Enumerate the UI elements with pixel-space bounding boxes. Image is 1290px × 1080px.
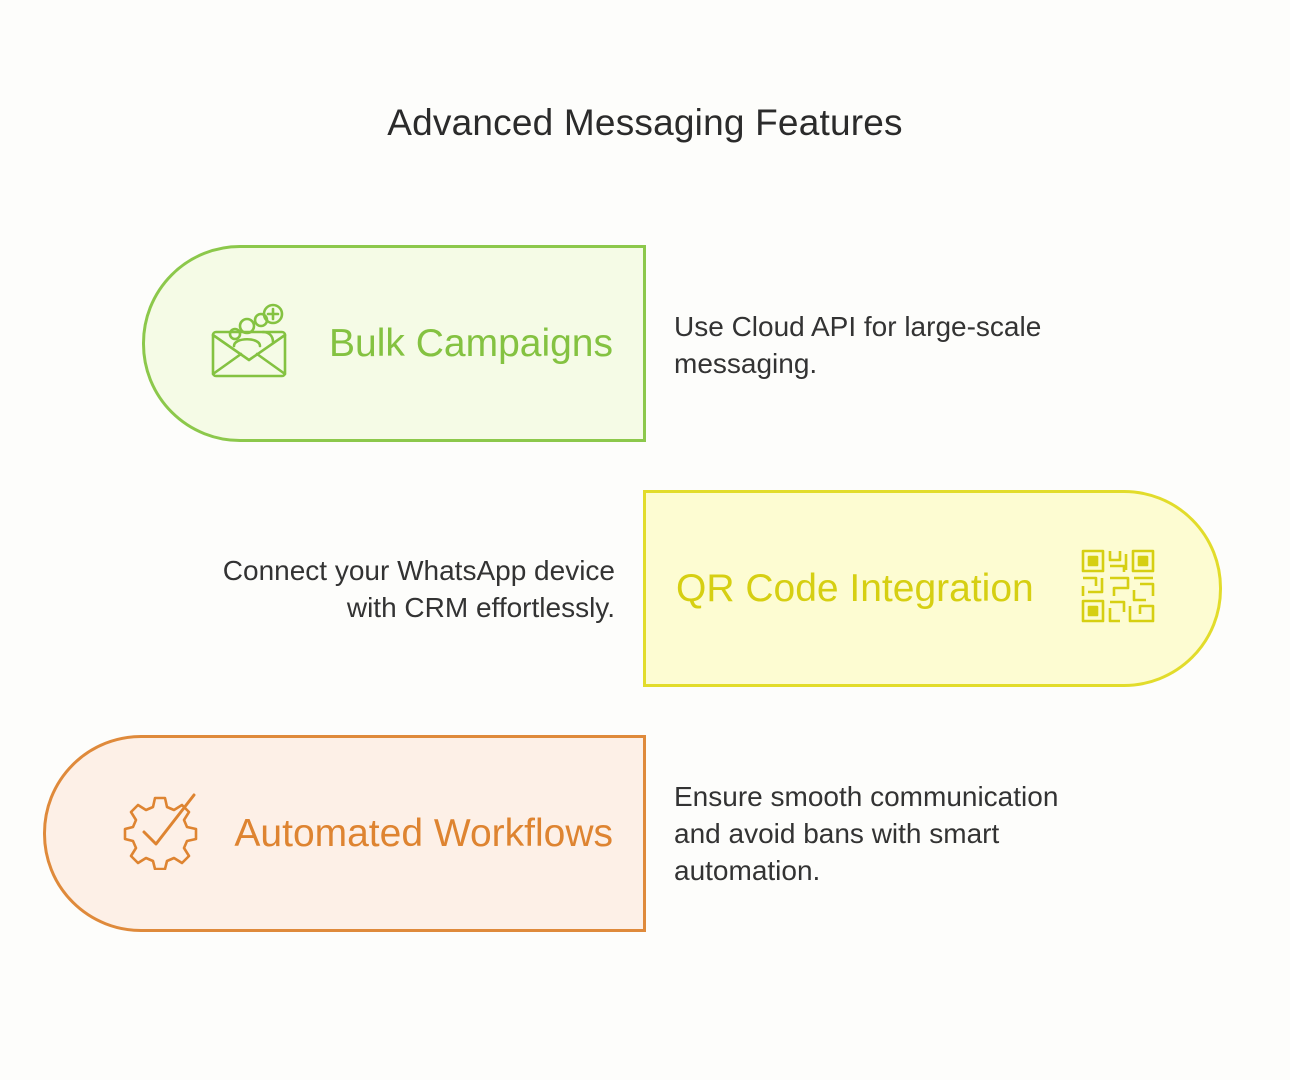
description-line: messaging.: [674, 348, 818, 379]
qr-code-icon: [1080, 548, 1156, 629]
automated-workflows-card: Automated Workflows: [43, 735, 646, 932]
description-line: with CRM effortlessly.: [346, 592, 615, 623]
gear-check-icon: [122, 792, 200, 875]
description-line: and avoid bans with smart: [674, 818, 1000, 849]
page-title: Advanced Messaging Features: [387, 102, 903, 143]
description-line: Ensure smooth communication: [674, 781, 1059, 812]
qr-code-description: Connect your WhatsApp device with CRM ef…: [223, 552, 615, 626]
description-line: Use Cloud API for large-scale: [674, 311, 1042, 342]
qr-code-integration-card: QR Code Integration: [643, 490, 1222, 687]
bulk-campaigns-description: Use Cloud API for large-scale messaging.: [674, 308, 1041, 382]
qr-code-integration-label: QR Code Integration: [676, 566, 1034, 610]
description-line: Connect your WhatsApp device: [222, 555, 615, 586]
bulk-campaigns-card: Bulk Campaigns: [142, 245, 646, 442]
envelope-users-plus-icon: [209, 302, 289, 385]
bulk-campaigns-label: Bulk Campaigns: [329, 321, 613, 365]
automated-workflows-label: Automated Workflows: [234, 811, 613, 855]
description-line: automation.: [674, 855, 821, 886]
automated-workflows-description: Ensure smooth communication and avoid ba…: [674, 778, 1058, 889]
